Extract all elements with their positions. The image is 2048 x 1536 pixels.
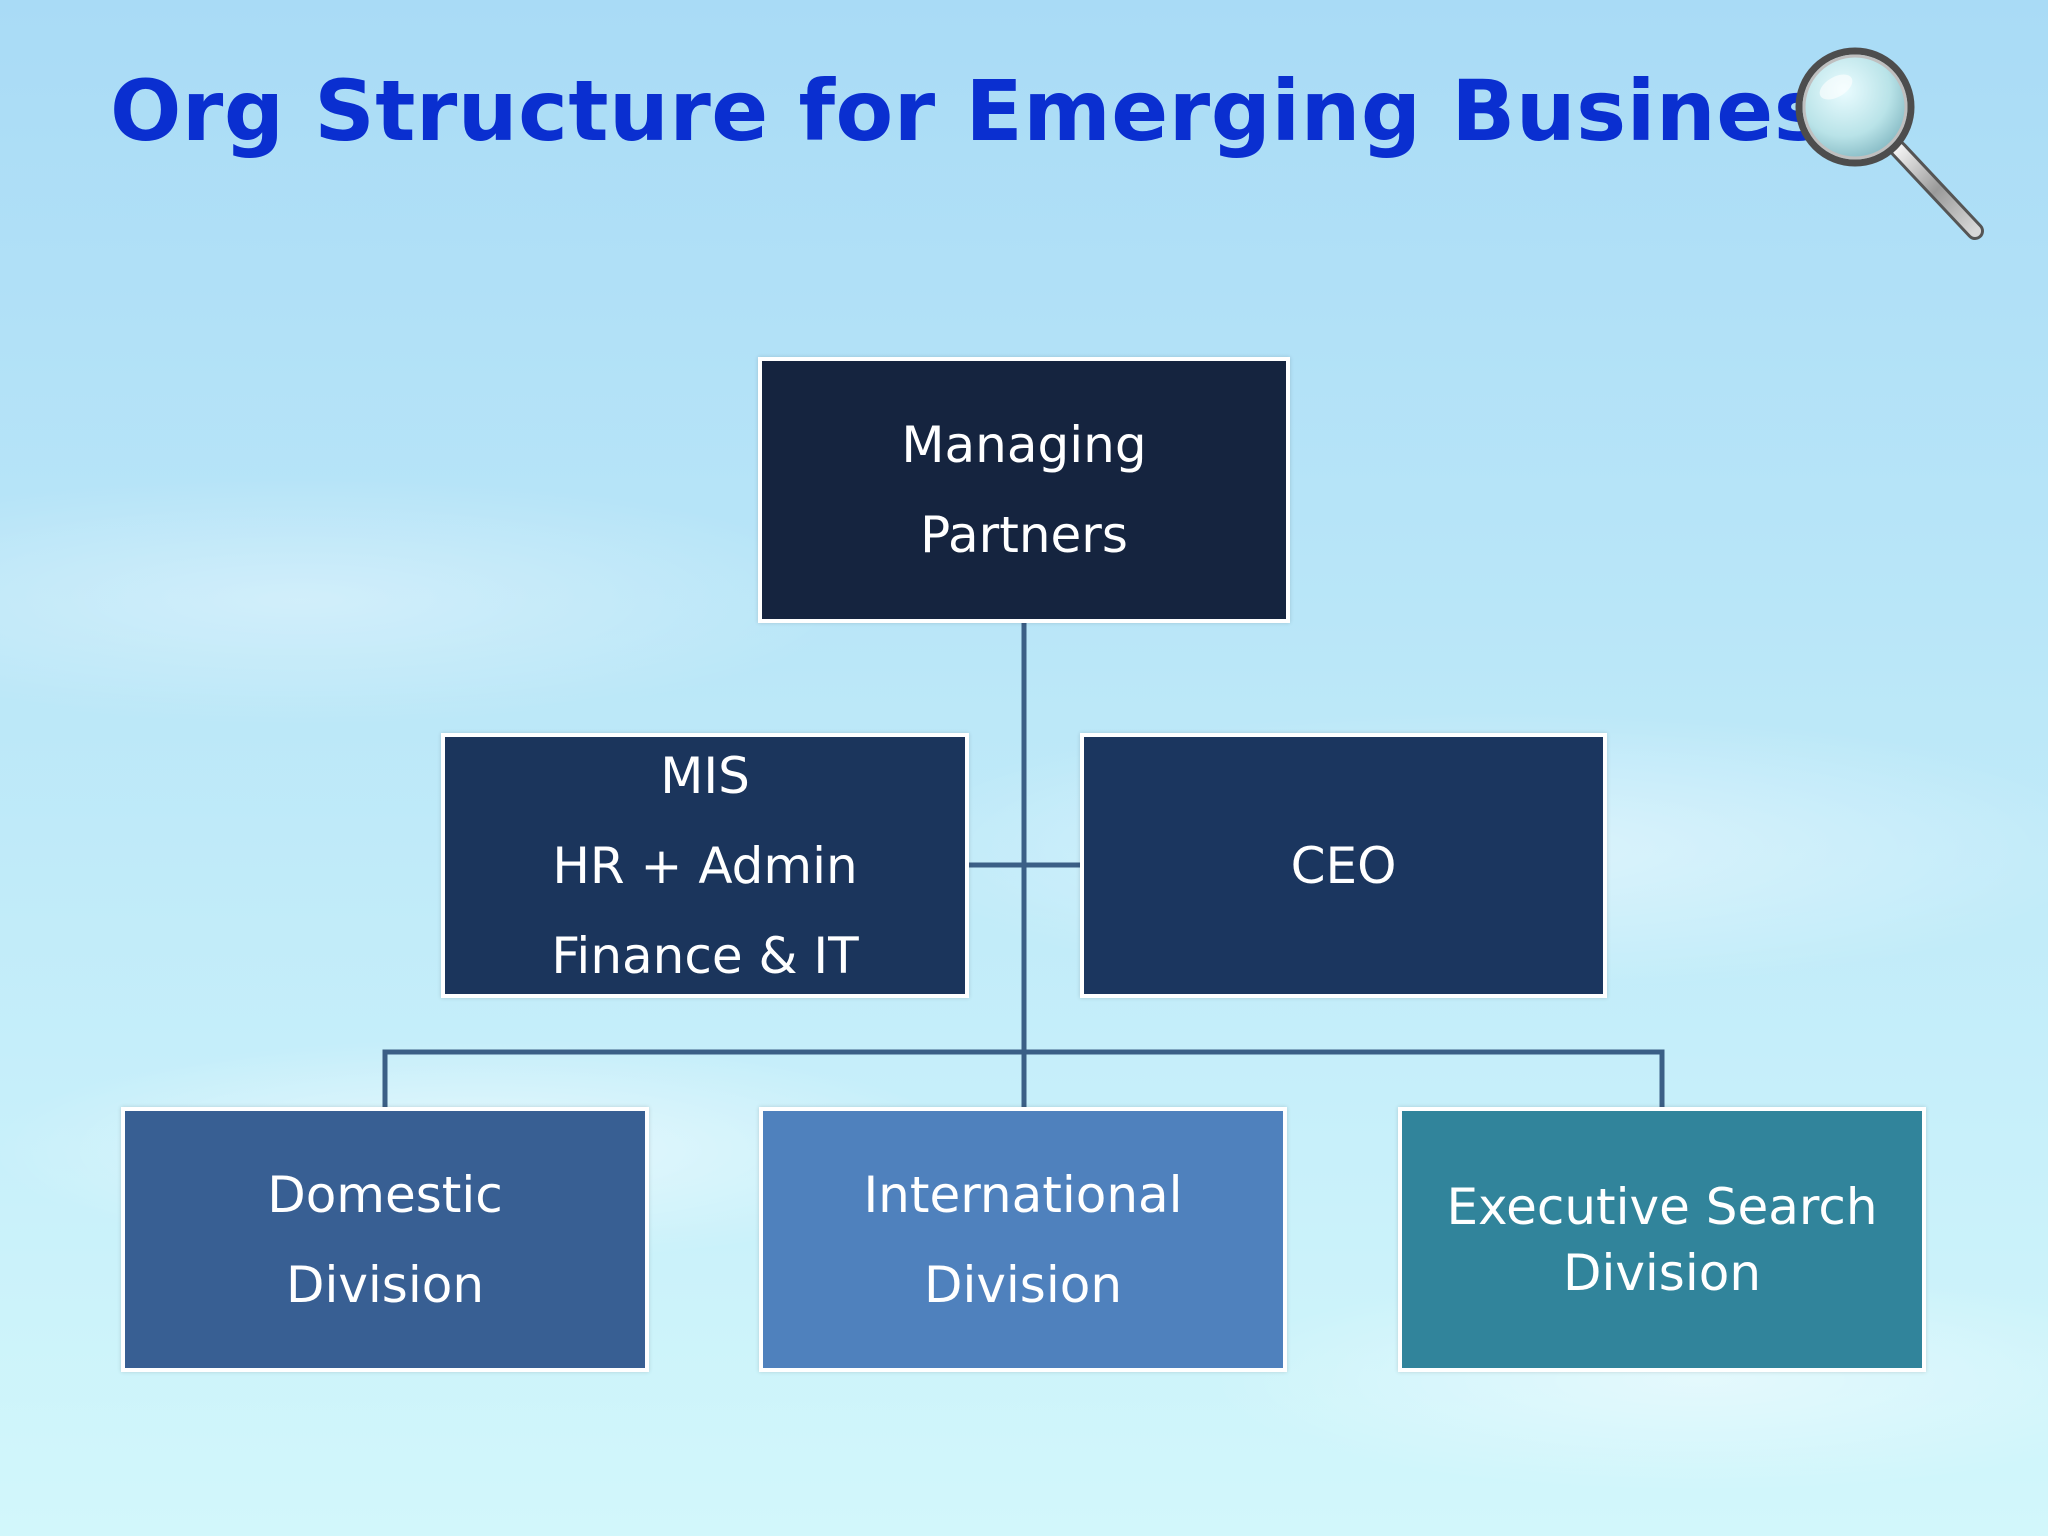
support-functions-box: MIS HR + Admin Finance & IT xyxy=(441,733,969,998)
international-division-box: International Division xyxy=(759,1107,1287,1372)
box-text: Division xyxy=(923,1255,1123,1314)
slide-title: Org Structure for Emerging Business xyxy=(110,62,1875,160)
executive-search-division-box: Executive Search Division xyxy=(1398,1107,1926,1372)
box-text: International xyxy=(863,1165,1183,1224)
managing-partners-box: Managing Partners xyxy=(758,357,1290,623)
box-text: Managing xyxy=(901,416,1147,474)
box-text: Executive Search xyxy=(1446,1177,1878,1236)
box-text: Partners xyxy=(920,506,1128,564)
ceo-box: CEO xyxy=(1080,733,1607,998)
box-text: HR + Admin xyxy=(552,836,858,895)
box-text: Finance & IT xyxy=(551,926,859,985)
magnifying-glass-icon xyxy=(1795,47,1984,240)
box-text: Domestic xyxy=(267,1165,503,1224)
box-text: CEO xyxy=(1290,836,1397,895)
box-text: Division xyxy=(1562,1243,1762,1302)
box-text: MIS xyxy=(660,746,750,805)
box-text: Division xyxy=(285,1255,485,1314)
domestic-division-box: Domestic Division xyxy=(121,1107,649,1372)
